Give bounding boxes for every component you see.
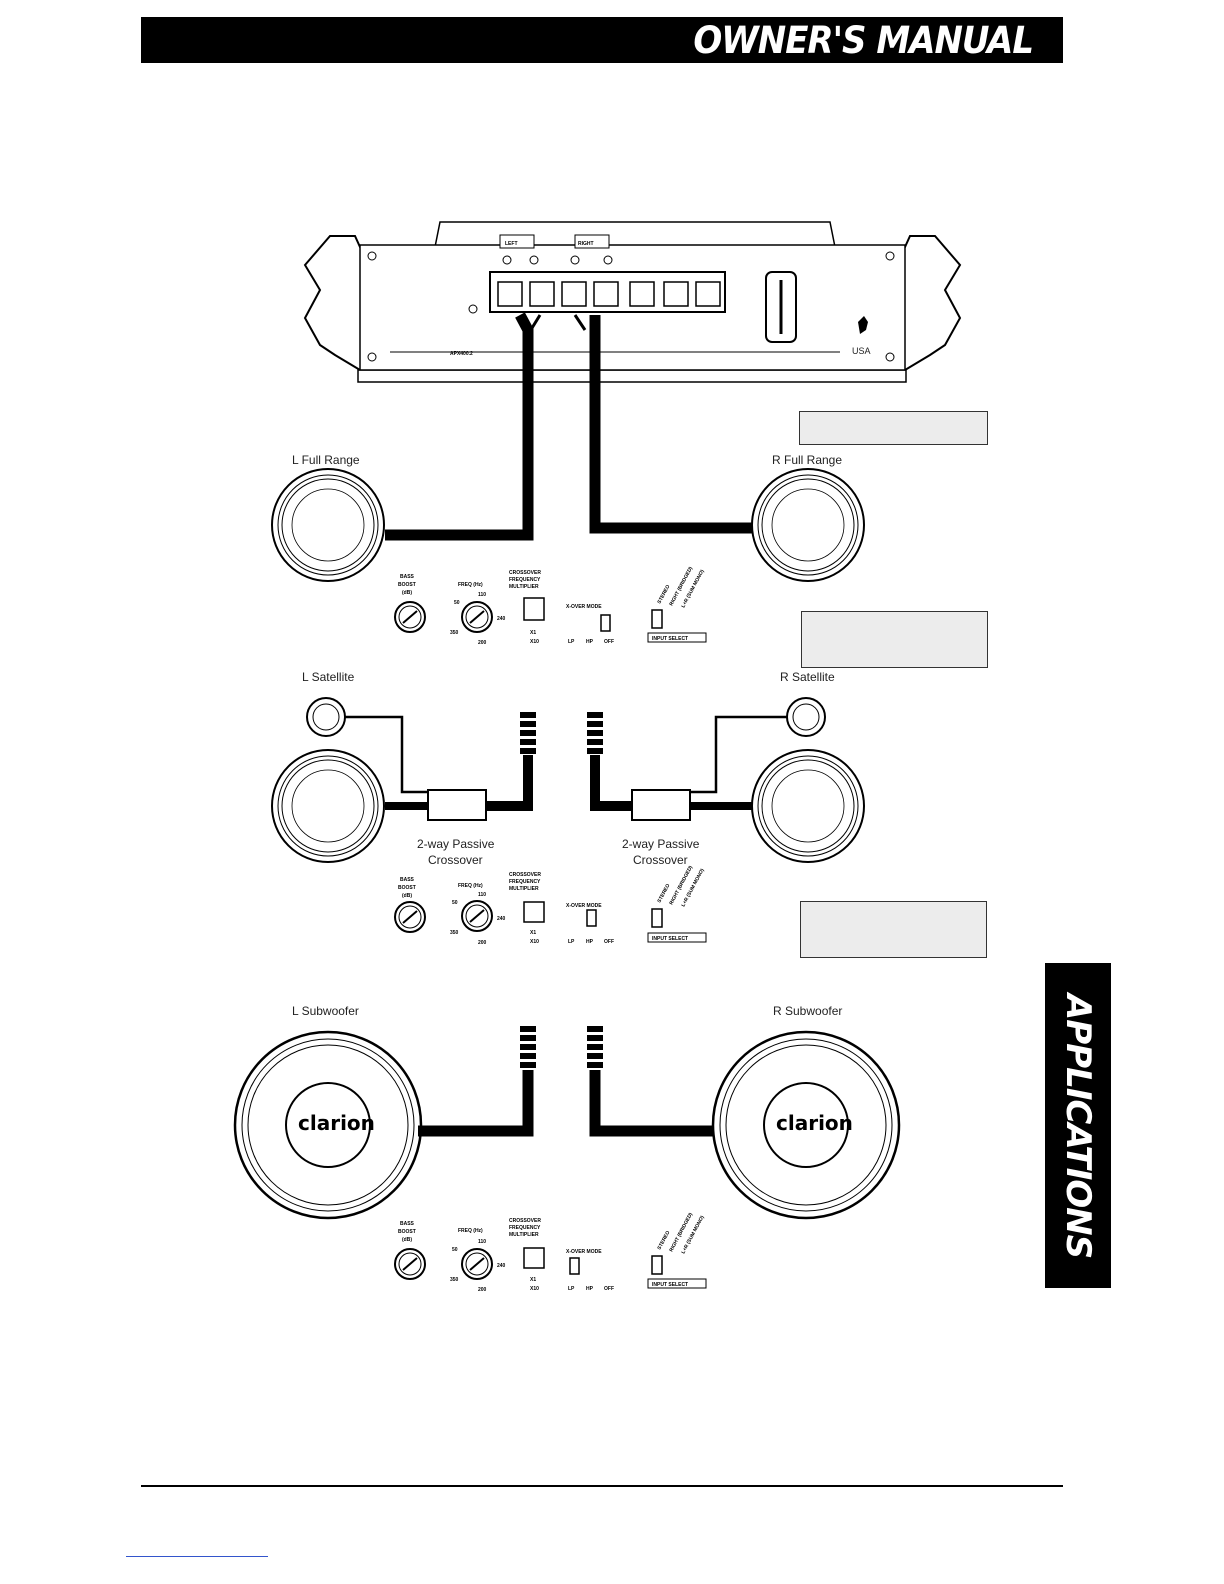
note-box-3 <box>800 901 987 958</box>
left-subwoofer: clarion <box>233 1030 423 1220</box>
svg-text:(dB): (dB) <box>402 1237 412 1243</box>
svg-text:FREQUENCY: FREQUENCY <box>509 1225 541 1231</box>
svg-text:INPUT SELECT: INPUT SELECT <box>652 936 688 942</box>
svg-text:MULTIPLIER: MULTIPLIER <box>509 886 539 892</box>
side-tab-label: APPLICATIONS <box>1058 993 1098 1258</box>
left-crossover-line2: Crossover <box>428 853 483 867</box>
svg-text:200: 200 <box>478 940 487 946</box>
svg-text:HP: HP <box>586 1286 594 1292</box>
svg-text:240: 240 <box>497 916 506 922</box>
note-box-1 <box>799 411 988 445</box>
svg-text:BASS: BASS <box>400 574 415 580</box>
svg-text:350: 350 <box>450 630 459 636</box>
svg-text:BOOST: BOOST <box>398 1229 416 1235</box>
svg-text:OFF: OFF <box>604 939 614 945</box>
svg-text:X-OVER MODE: X-OVER MODE <box>566 1249 602 1255</box>
svg-text:MULTIPLIER: MULTIPLIER <box>509 584 539 590</box>
svg-text:50: 50 <box>452 900 458 906</box>
footer-link-underline[interactable] <box>126 1556 268 1557</box>
svg-text:X-OVER MODE: X-OVER MODE <box>566 604 602 610</box>
header-title: OWNER'S MANUAL <box>693 19 1034 63</box>
svg-text:X1: X1 <box>530 1277 536 1283</box>
svg-text:INPUT SELECT: INPUT SELECT <box>652 636 688 642</box>
svg-text:X1: X1 <box>530 630 536 636</box>
svg-text:FREQ (Hz): FREQ (Hz) <box>458 883 483 889</box>
svg-text:CROSSOVER: CROSSOVER <box>509 872 541 878</box>
note-box-2 <box>801 611 988 668</box>
svg-text:200: 200 <box>478 640 487 646</box>
svg-text:HP: HP <box>586 639 594 645</box>
svg-text:240: 240 <box>497 616 506 622</box>
svg-text:FREQUENCY: FREQUENCY <box>509 577 541 583</box>
svg-text:MULTIPLIER: MULTIPLIER <box>509 1232 539 1238</box>
right-subwoofer: clarion <box>711 1030 901 1220</box>
svg-text:LP: LP <box>568 639 575 645</box>
svg-text:X-OVER MODE: X-OVER MODE <box>566 903 602 909</box>
svg-text:FREQ (Hz): FREQ (Hz) <box>458 1228 483 1234</box>
svg-text:LP: LP <box>568 939 575 945</box>
svg-text:BASS: BASS <box>400 1221 415 1227</box>
left-crossover-line1: 2-way Passive <box>417 837 495 851</box>
section2-left-label: L Satellite <box>302 670 355 684</box>
right-crossover-line2: Crossover <box>633 853 688 867</box>
svg-text:110: 110 <box>478 592 486 598</box>
section1-right-label: R Full Range <box>772 453 842 467</box>
svg-text:CROSSOVER: CROSSOVER <box>509 1218 541 1224</box>
left-sub-logo: clarion <box>298 1111 375 1135</box>
svg-text:110: 110 <box>478 892 486 898</box>
svg-text:FREQUENCY: FREQUENCY <box>509 879 541 885</box>
svg-text:BOOST: BOOST <box>398 885 416 891</box>
amp-usa: USA <box>852 346 871 356</box>
svg-text:X1: X1 <box>530 930 536 936</box>
amplifier: LEFT RIGHT APX400.2 USA <box>303 221 962 383</box>
header-bar: OWNER'S MANUAL <box>141 17 1063 63</box>
section3-right-label: R Subwoofer <box>773 1004 842 1018</box>
svg-text:X10: X10 <box>530 939 539 945</box>
amp-right-label: RIGHT <box>578 241 594 247</box>
section2-right-label: R Satellite <box>780 670 835 684</box>
svg-text:50: 50 <box>452 1247 458 1253</box>
svg-text:INPUT SELECT: INPUT SELECT <box>652 1282 688 1288</box>
svg-text:LP: LP <box>568 1286 575 1292</box>
svg-text:BOOST: BOOST <box>398 582 416 588</box>
section3-left-label: L Subwoofer <box>292 1004 359 1018</box>
svg-text:(dB): (dB) <box>402 893 412 899</box>
svg-text:FREQ (Hz): FREQ (Hz) <box>458 582 483 588</box>
control-panel-3: BASS BOOST (dB) FREQ (Hz) 50 110 240 350… <box>394 1212 707 1293</box>
svg-text:X10: X10 <box>530 639 539 645</box>
svg-text:50: 50 <box>454 600 460 606</box>
svg-text:110: 110 <box>478 1239 486 1245</box>
svg-text:350: 350 <box>450 930 459 936</box>
svg-text:CROSSOVER: CROSSOVER <box>509 570 541 576</box>
side-tab: APPLICATIONS <box>1045 963 1111 1288</box>
control-panel-2: BASS BOOST (dB) FREQ (Hz) 50 110 240 350… <box>394 865 707 946</box>
svg-text:X10: X10 <box>530 1286 539 1292</box>
control-panel-1: BASS BOOST (dB) FREQ (Hz) 50 110 240 350… <box>394 566 707 646</box>
right-sub-logo: clarion <box>776 1111 853 1135</box>
amp-model: APX400.2 <box>450 351 473 357</box>
svg-text:200: 200 <box>478 1287 487 1293</box>
svg-text:OFF: OFF <box>604 639 614 645</box>
svg-text:BASS: BASS <box>400 877 415 883</box>
svg-text:240: 240 <box>497 1263 506 1269</box>
svg-text:(dB): (dB) <box>402 590 412 596</box>
amp-left-label: LEFT <box>505 241 518 247</box>
svg-text:HP: HP <box>586 939 594 945</box>
footer-rule <box>141 1485 1063 1487</box>
svg-text:OFF: OFF <box>604 1286 614 1292</box>
svg-text:350: 350 <box>450 1277 459 1283</box>
section1-left-label: L Full Range <box>292 453 360 467</box>
right-crossover-line1: 2-way Passive <box>622 837 700 851</box>
